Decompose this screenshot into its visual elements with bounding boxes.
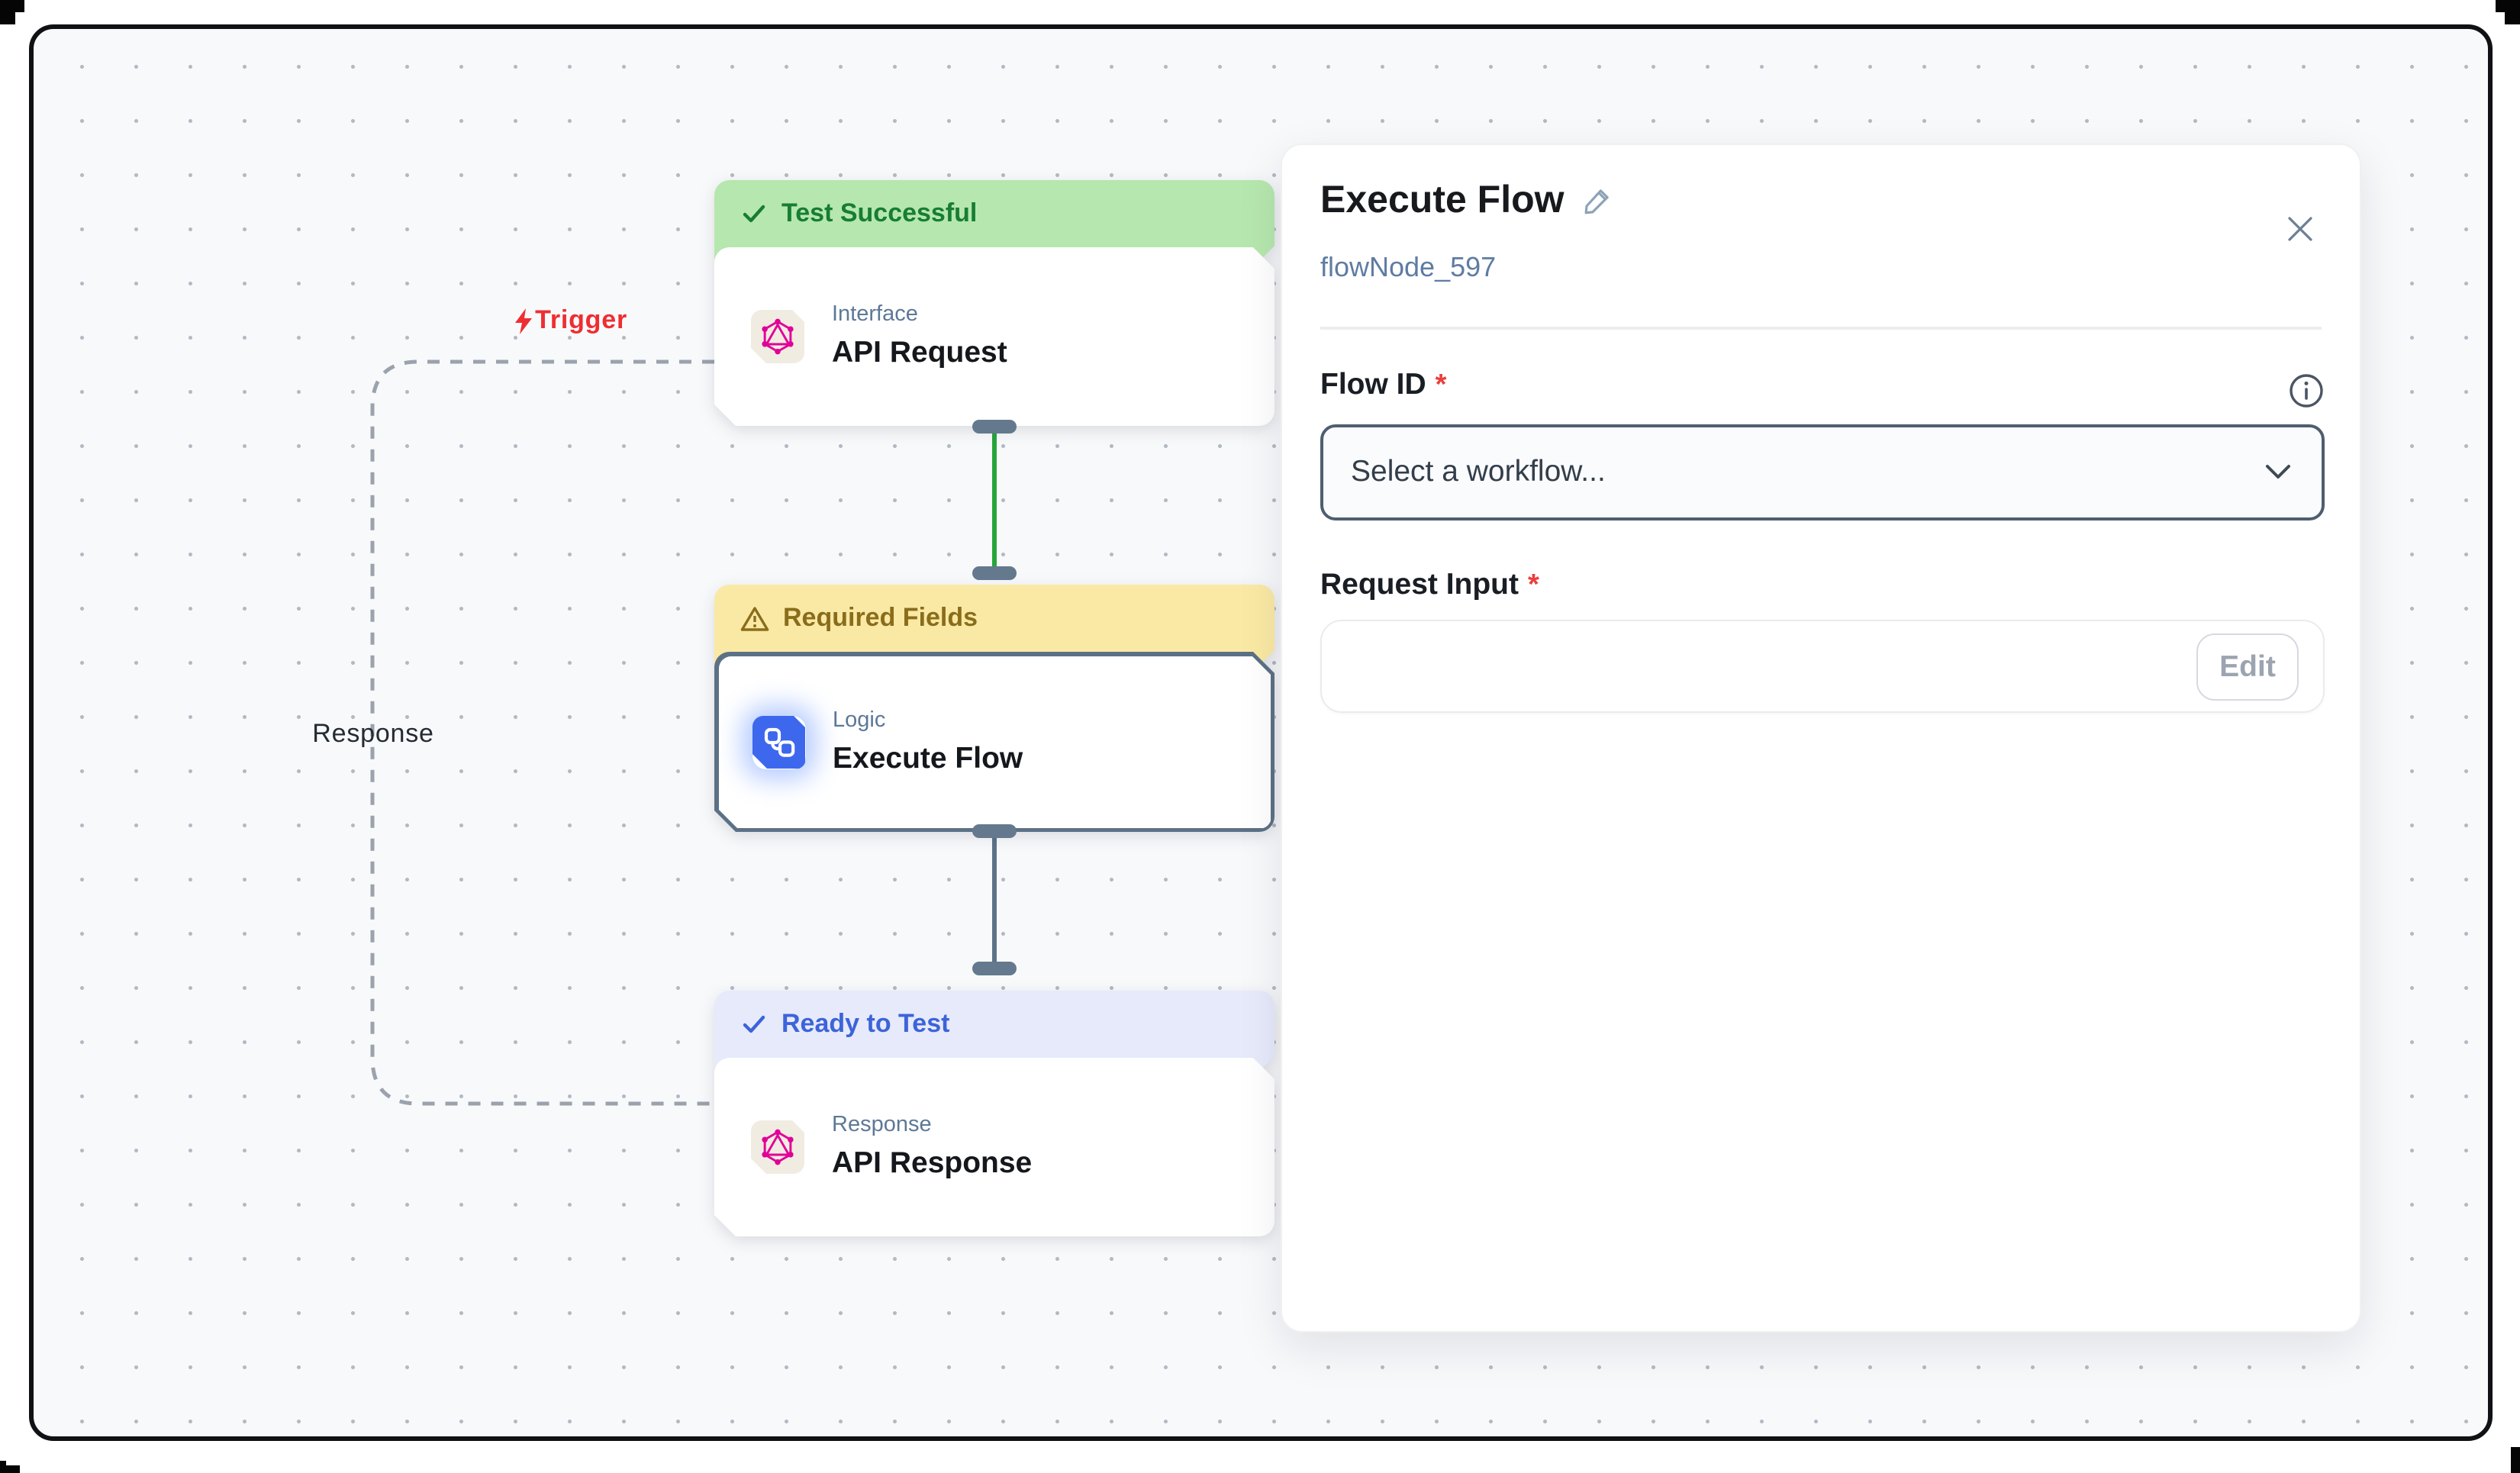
- node-title: API Request: [832, 336, 1007, 369]
- edit-pencil-icon[interactable]: [1581, 185, 1613, 217]
- node-category: Interface: [832, 302, 918, 327]
- panel-title: Execute Flow: [1320, 179, 1565, 221]
- flow-id-select-value: Select a workflow...: [1351, 455, 1606, 488]
- trigger-edge-label-text: Trigger: [535, 305, 627, 334]
- response-edge-path: [370, 359, 714, 1106]
- corner-mark-bottom-right: [2511, 1447, 2520, 1473]
- panel-divider: [1320, 327, 2322, 329]
- corner-mark-top-left-2: [0, 12, 15, 24]
- node-category: Logic: [833, 707, 886, 732]
- node-execute-flow[interactable]: Required Fields: [714, 585, 1275, 832]
- node-status-text: Test Successful: [781, 198, 978, 227]
- logic-icon-glow: [752, 715, 805, 769]
- node-card[interactable]: Response API Response: [714, 1058, 1275, 1236]
- node-api-response[interactable]: Ready to Test: [714, 991, 1275, 1236]
- node-card[interactable]: Interface API Request: [714, 247, 1275, 426]
- corner-mark-bottom-left-2: [0, 1465, 20, 1473]
- node-config-panel: Execute Flow flowNode_597 Flow ID *: [1281, 143, 2361, 1333]
- response-edge-label: Response: [312, 719, 434, 748]
- node-title: API Response: [832, 1146, 1033, 1180]
- handle-request-bottom[interactable]: [972, 420, 1017, 434]
- graphql-logo-icon: [759, 1128, 797, 1166]
- node-title: Execute Flow: [833, 741, 1023, 775]
- info-icon[interactable]: [2288, 372, 2325, 417]
- node-status-text: Ready to Test: [781, 1009, 950, 1038]
- corner-mark-top-left: [0, 0, 24, 12]
- node-status-text: Required Fields: [783, 603, 978, 632]
- required-asterisk: *: [1528, 569, 1539, 601]
- node-card-selected[interactable]: Logic Execute Flow: [714, 652, 1275, 832]
- wire-logic-to-response: [992, 835, 996, 966]
- panel-node-id: flowNode_597: [1320, 252, 1497, 282]
- node-api-request[interactable]: Test Successful: [714, 180, 1275, 426]
- edit-button[interactable]: Edit: [2196, 633, 2299, 701]
- corner-mark-top-right-2: [2505, 12, 2520, 24]
- warning-icon: [740, 605, 769, 631]
- close-icon[interactable]: [2283, 212, 2317, 246]
- handle-response-top[interactable]: [972, 962, 1017, 975]
- graphql-logo-icon: [759, 317, 797, 356]
- request-input-label: Request Input: [1320, 568, 1519, 601]
- corner-mark-top-right: [2496, 0, 2520, 12]
- check-icon: [740, 200, 768, 227]
- handle-logic-top[interactable]: [972, 566, 1017, 580]
- graphql-icon: [751, 1120, 804, 1174]
- flow-id-label: Flow ID: [1320, 368, 1426, 401]
- request-input-field[interactable]: Edit: [1320, 620, 2325, 713]
- logic-icon: [752, 715, 805, 769]
- lightning-bolt-icon: [514, 308, 532, 334]
- required-asterisk: *: [1435, 369, 1447, 401]
- wire-request-to-logic: [992, 424, 996, 571]
- workflow-link-icon: [760, 724, 797, 760]
- trigger-edge-label: Trigger: [444, 305, 627, 336]
- handle-logic-bottom[interactable]: [972, 824, 1017, 838]
- check-icon: [740, 1010, 768, 1038]
- chevron-down-icon: [2266, 465, 2290, 479]
- graphql-icon: [751, 310, 804, 363]
- flow-id-select[interactable]: Select a workflow...: [1320, 424, 2325, 521]
- flow-canvas[interactable]: Trigger Response Test Successful: [29, 24, 2493, 1441]
- node-category: Response: [832, 1113, 932, 1137]
